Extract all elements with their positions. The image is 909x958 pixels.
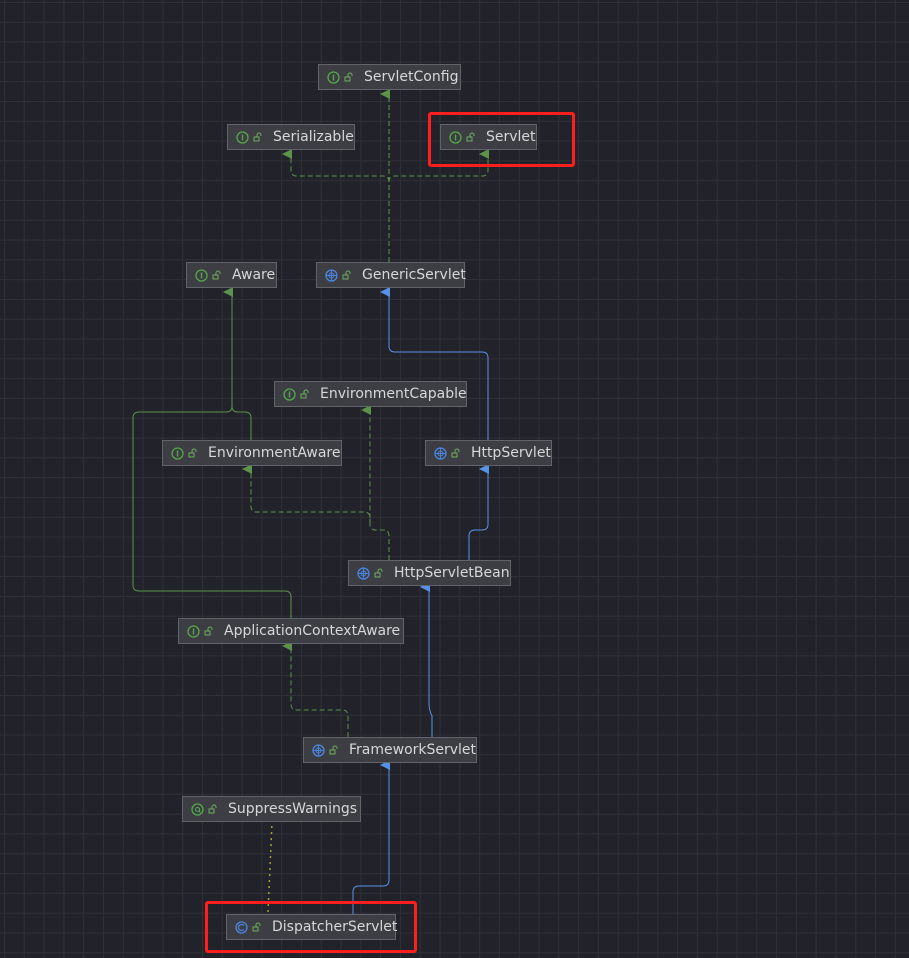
unlock-icon bbox=[252, 922, 262, 932]
unlock-icon bbox=[451, 448, 461, 458]
node-label: GenericServlet bbox=[362, 267, 466, 283]
unlock-icon bbox=[374, 568, 384, 578]
node-label: HttpServlet bbox=[471, 445, 551, 461]
unlock-icon bbox=[212, 270, 222, 280]
edge-applicationcontextaware-aware bbox=[132, 405, 292, 618]
node-servlet-config[interactable]: ServletConfig bbox=[318, 64, 461, 90]
interface-icon bbox=[327, 70, 340, 84]
unlock-icon bbox=[204, 626, 214, 636]
node-http-servlet-bean[interactable]: HttpServletBean bbox=[348, 560, 511, 586]
class-icon bbox=[235, 920, 248, 934]
node-generic-servlet[interactable]: GenericServlet bbox=[316, 262, 466, 288]
edge-dispatcherservlet-suppresswarnings bbox=[267, 822, 273, 913]
edge-frameworkservlet-applicationcontextaware bbox=[282, 641, 349, 737]
interface-icon bbox=[195, 268, 208, 282]
unlock-icon bbox=[466, 132, 476, 142]
unlock-icon bbox=[342, 270, 352, 280]
abstract-class-icon bbox=[312, 743, 325, 757]
node-http-servlet[interactable]: HttpServlet bbox=[425, 440, 552, 466]
unlock-icon bbox=[208, 804, 218, 814]
node-aware[interactable]: Aware bbox=[186, 262, 277, 288]
interface-icon bbox=[187, 624, 200, 638]
node-environment-aware[interactable]: EnvironmentAware bbox=[162, 440, 342, 466]
node-label: EnvironmentAware bbox=[208, 445, 341, 461]
node-label: DispatcherServlet bbox=[272, 919, 398, 935]
node-suppress-warnings[interactable]: SuppressWarnings bbox=[182, 796, 361, 822]
node-servlet[interactable]: Servlet bbox=[440, 124, 537, 150]
node-label: HttpServletBean bbox=[394, 565, 510, 581]
node-label: Serializable bbox=[273, 129, 354, 145]
node-framework-servlet[interactable]: FrameworkServlet bbox=[303, 737, 477, 763]
unlock-icon bbox=[329, 745, 339, 755]
edge-frameworkservlet-httpservletbean bbox=[420, 582, 433, 737]
edge-genericservlet-serializable bbox=[282, 149, 390, 183]
abstract-class-icon bbox=[325, 268, 338, 282]
node-label: ServletConfig bbox=[364, 69, 459, 85]
unlock-icon bbox=[344, 72, 354, 82]
unlock-icon bbox=[188, 448, 198, 458]
interface-icon bbox=[236, 130, 249, 144]
abstract-class-icon bbox=[434, 446, 447, 460]
node-application-context-aware[interactable]: ApplicationContextAware bbox=[178, 618, 404, 644]
node-label: Servlet bbox=[486, 129, 536, 145]
edge-httpservletbean-httpservlet bbox=[468, 464, 489, 560]
node-label: FrameworkServlet bbox=[349, 742, 477, 758]
interface-icon bbox=[171, 446, 184, 460]
annotation-icon bbox=[191, 802, 204, 816]
node-label: SuppressWarnings bbox=[228, 801, 358, 817]
abstract-class-icon bbox=[357, 566, 370, 580]
edge-dispatcherservlet-frameworkservlet bbox=[352, 760, 390, 914]
node-dispatcher-servlet[interactable]: DispatcherServlet bbox=[226, 914, 398, 940]
unlock-icon bbox=[253, 132, 263, 142]
interface-icon bbox=[449, 130, 462, 144]
unlock-icon bbox=[300, 389, 310, 399]
node-label: ApplicationContextAware bbox=[224, 623, 401, 639]
edge-environmentaware-aware bbox=[223, 287, 252, 440]
edge-httpservletbean-environmentcapable bbox=[361, 405, 390, 560]
node-environment-capable[interactable]: EnvironmentCapable bbox=[274, 381, 467, 407]
node-serializable[interactable]: Serializable bbox=[227, 124, 355, 150]
edge-httpservlet-genericservlet bbox=[380, 287, 489, 440]
node-label: EnvironmentCapable bbox=[320, 386, 467, 402]
edge-genericservlet-servlet bbox=[388, 149, 489, 183]
node-label: Aware bbox=[232, 267, 276, 283]
interface-icon bbox=[283, 387, 296, 401]
edge-httpservletbean-environmentaware bbox=[242, 464, 371, 524]
